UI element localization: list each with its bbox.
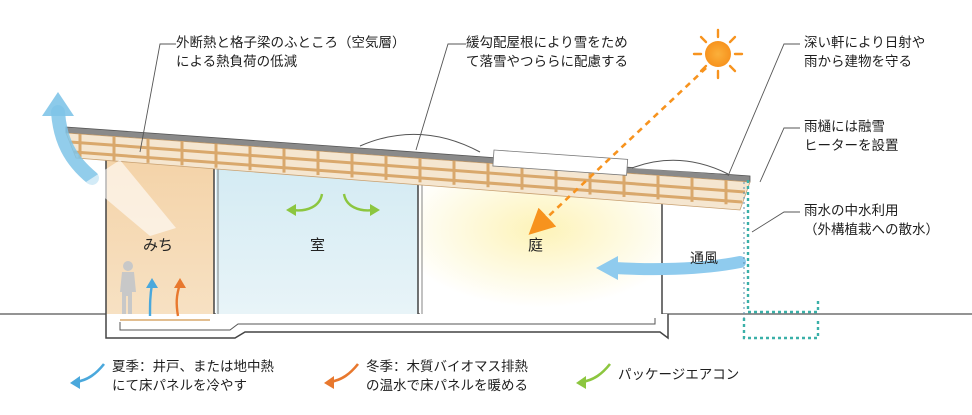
blue-curved-arrow-icon	[75, 363, 106, 384]
annotation-eaves: 深い軒により日射や 雨から建物を守る	[804, 35, 926, 70]
green-curved-arrow-icon	[581, 363, 612, 384]
annotation-rainwater: 雨水の中水利用 （外構植栽への散水）	[804, 203, 939, 238]
leader-lines	[139, 43, 800, 233]
ventilation-arrow	[608, 256, 746, 276]
floor-panel	[119, 318, 656, 331]
sun-ray	[728, 64, 737, 73]
foundation	[105, 314, 669, 340]
annotation-insulation: 外断熱と格子梁のふところ（空気層） による熱負荷の低減	[176, 35, 406, 70]
person-icon	[120, 261, 136, 314]
sun-ray	[699, 35, 708, 44]
sun-icon	[692, 28, 744, 80]
room-zone	[216, 167, 418, 314]
legend-summer: 夏季：井戸、または地中熱 にて床パネルを冷やす	[112, 359, 274, 394]
room-label-room: 室	[310, 236, 326, 254]
legend-winter: 冬季：木質バイオマス排熱 の温水で床パネルを暖める	[366, 359, 528, 394]
room-label-ventilation: 通風	[690, 251, 718, 267]
sunlight-arrow	[528, 67, 707, 235]
legend-aircon: パッケージエアコン	[618, 367, 740, 383]
orange-curved-arrow-icon	[329, 363, 360, 384]
room-label-garden: 庭	[528, 236, 544, 254]
exhaust-air-arrow	[51, 105, 99, 185]
legend-icons	[70, 363, 612, 389]
garden-zone	[420, 184, 662, 314]
room-label-michi: みち	[143, 236, 174, 254]
rainwater-tank	[742, 318, 820, 340]
downpipe	[746, 180, 820, 314]
annotation-roof: 緩勾配屋根により雪をため て落雪やつららに配慮する	[466, 35, 628, 70]
annotation-gutter: 雨樋には融雪 ヒーターを設置	[804, 119, 899, 154]
sun-ray	[728, 35, 737, 44]
